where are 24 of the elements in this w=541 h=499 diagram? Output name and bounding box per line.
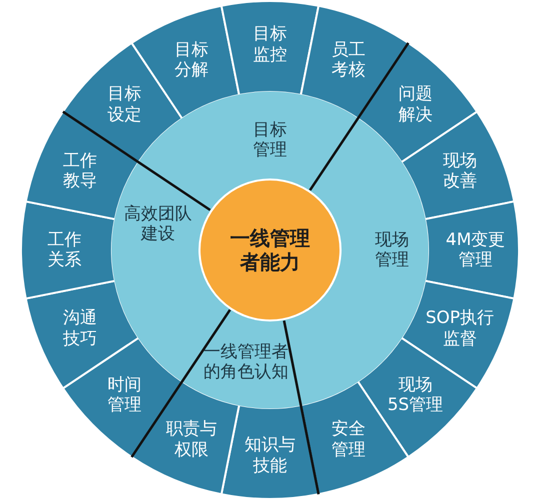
segment-label: SOP执行监督 [426, 308, 494, 350]
segment-label: 职责与权限 [166, 419, 217, 460]
segment-label: 现场管理 [375, 230, 409, 270]
segment-label: 问题解决 [398, 84, 432, 126]
center-circle [200, 180, 340, 320]
segment-label: 现场改善 [442, 150, 477, 192]
segment-label: 安全管理 [332, 419, 366, 460]
segment-label: 目标设定 [108, 84, 142, 126]
outer-ring-segment [20, 200, 116, 300]
segment-label: 目标分解 [174, 40, 208, 81]
segment-label: 高效团队建设 [124, 204, 192, 244]
segment-label: 4M变更管理 [446, 230, 506, 270]
segment-label: 一线管理者的角色认知 [204, 342, 288, 382]
segment-label: 知识与技能 [244, 435, 296, 476]
segment-label: 工作教导 [63, 150, 98, 192]
segment-label: 员工考核 [332, 40, 366, 81]
segment-label: 沟通技巧 [63, 308, 98, 350]
segment-label: 目标监控 [253, 24, 287, 65]
segment-label: 时间管理 [108, 374, 142, 416]
outer-ring-segment [220, 0, 320, 96]
center-label: 一线管理者能力 [230, 226, 310, 274]
segment-label: 目标管理 [253, 120, 287, 160]
segment-label: 现场5S管理 [387, 374, 444, 416]
segment-label: 工作关系 [48, 230, 82, 270]
